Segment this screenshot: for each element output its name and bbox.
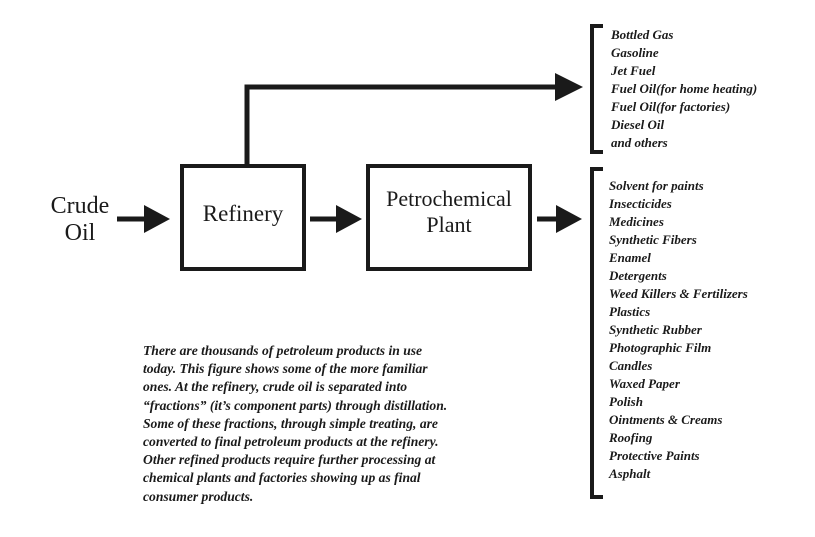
list-item: Solvent for paints (609, 178, 704, 193)
caption-line: There are thousands of petroleum product… (143, 343, 423, 358)
refinery-label: Refinery (202, 201, 284, 226)
petrochemical-plant-label: Petrochemical Plant (364, 186, 534, 238)
crude-oil-line-2: Oil (64, 220, 96, 246)
crude-oil-line-1: Crude (50, 193, 110, 219)
caption-line: converted to final petroleum products at… (143, 434, 439, 450)
list-item: Diesel Oil (611, 117, 665, 132)
caption-line: “fractions” (it’s component parts) throu… (143, 397, 448, 413)
list-item: and others (611, 135, 668, 150)
arrow-refinery-to-fuels (244, 73, 583, 166)
caption-paragraph: There are thousands of petroleum product… (143, 342, 563, 506)
list-item: Synthetic Rubber (609, 322, 702, 337)
refinery-products-list: Bottled Gas Gasoline Jet Fuel Fuel Oil(f… (611, 26, 757, 152)
list-item: Candles (609, 358, 653, 373)
list-item: Waxed Paper (609, 376, 680, 391)
list-item: Medicines (609, 214, 664, 229)
caption-line: chemical plants and factories showing up… (143, 470, 421, 486)
list-item: Plastics (609, 304, 651, 319)
caption-line: ones. At the refinery, crude oil is sepa… (143, 379, 408, 395)
arrow-refinery-to-plant (310, 205, 362, 233)
list-item: Insecticides (609, 196, 672, 211)
list-item: Roofing (609, 430, 653, 445)
petrochemical-products-list: Solvent for paints Insecticides Medicine… (609, 177, 748, 483)
list-item: Protective Paints (609, 448, 700, 463)
caption-line: Some of these fractions, through simple … (143, 415, 438, 431)
list-item: Fuel Oil(for factories) (611, 99, 731, 114)
list-item: Photographic Film (609, 340, 712, 355)
list-item: Bottled Gas (611, 27, 674, 42)
list-item: Fuel Oil(for home heating) (611, 81, 758, 96)
petrochemical-line-1: Petrochemical (386, 186, 512, 211)
caption-line: today. This figure shows some of the mor… (143, 361, 428, 377)
list-item: Enamel (609, 250, 651, 265)
caption-line: consumer products. (143, 488, 254, 504)
list-item: Synthetic Fibers (609, 232, 697, 247)
list-item: Jet Fuel (611, 63, 656, 78)
list-item: Weed Killers & Fertilizers (609, 286, 748, 301)
list-item: Ointments & Creams (609, 412, 723, 427)
arrow-plant-to-products (537, 205, 582, 233)
arrow-crude-to-refinery (117, 205, 170, 233)
refinery-products-bracket (590, 24, 603, 154)
caption-line: Other refined products require further p… (143, 452, 436, 468)
petrochemical-products-bracket (590, 167, 603, 499)
crude-oil-label: Crude Oil (38, 193, 122, 247)
list-item: Asphalt (609, 466, 651, 481)
refinery-box (180, 164, 306, 271)
petrochemical-line-2: Plant (426, 212, 472, 237)
list-item: Polish (609, 394, 643, 409)
list-item: Gasoline (611, 45, 659, 60)
list-item: Detergents (609, 268, 667, 283)
petrochemical-plant-box (366, 164, 532, 271)
